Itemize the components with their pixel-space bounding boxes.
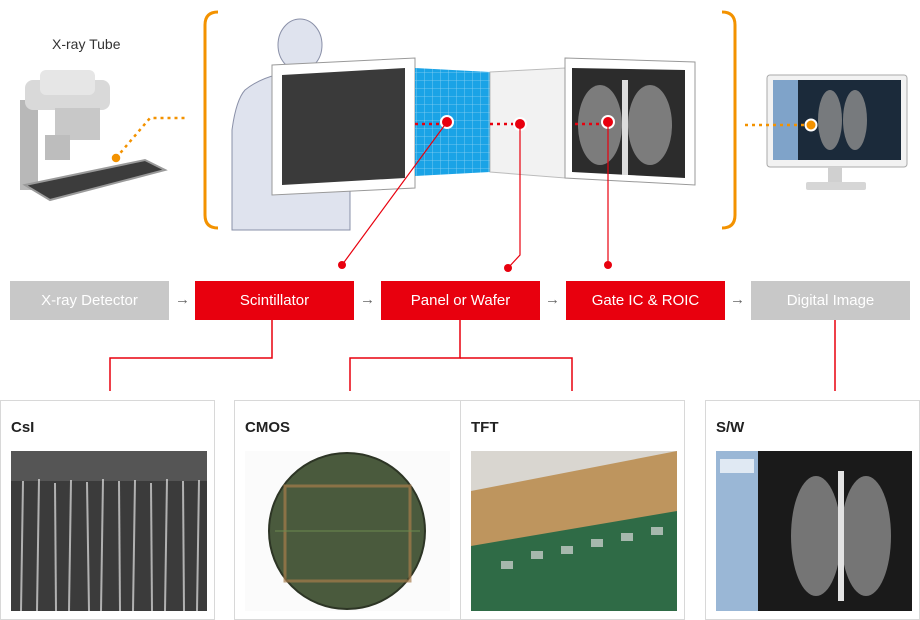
arrow-icon: → bbox=[730, 291, 745, 308]
card-csi-title: CsI bbox=[11, 419, 35, 436]
card-sw-title: S/W bbox=[716, 419, 745, 436]
card-panel-or-wafer: CMOS TFT bbox=[234, 400, 685, 620]
arrow-icon: → bbox=[545, 291, 560, 308]
csi-connector bbox=[109, 320, 273, 391]
card-cmos-title: CMOS bbox=[245, 419, 290, 436]
tube-dotted-link bbox=[115, 116, 188, 159]
arrow-icon: → bbox=[360, 291, 375, 308]
step-gate-ic-roic: Gate IC & ROIC bbox=[566, 281, 725, 320]
arrow-icon: → bbox=[175, 291, 190, 308]
tft-panel bbox=[489, 67, 566, 179]
xray-tube-label: X-ray Tube bbox=[52, 36, 121, 52]
detector-panel-dark bbox=[282, 68, 405, 185]
xray-tube-machine-icon bbox=[20, 70, 168, 202]
right-bracket bbox=[721, 10, 737, 230]
left-bracket bbox=[203, 10, 219, 230]
csi-microscope-image bbox=[11, 451, 207, 611]
card-sw: S/W bbox=[705, 400, 920, 620]
card-tft-title: TFT bbox=[471, 419, 499, 436]
card-divider bbox=[460, 401, 461, 619]
step-panel-or-wafer: Panel or Wafer bbox=[381, 281, 540, 320]
monitor-icon bbox=[766, 74, 908, 190]
step-scintillator: Scintillator bbox=[195, 281, 354, 320]
chest-xray-image-icon bbox=[578, 80, 672, 175]
cmos-wafer-image bbox=[245, 451, 450, 611]
step-digital-image: Digital Image bbox=[751, 281, 910, 320]
tft-connector bbox=[460, 357, 573, 391]
step-xray-detector: X-ray Detector bbox=[10, 281, 169, 320]
tft-panel-image bbox=[471, 451, 677, 611]
sw-screenshot-image bbox=[716, 451, 912, 611]
cmos-connector bbox=[349, 320, 461, 391]
card-csi: CsI bbox=[0, 400, 215, 620]
monitor-marker bbox=[804, 118, 818, 132]
